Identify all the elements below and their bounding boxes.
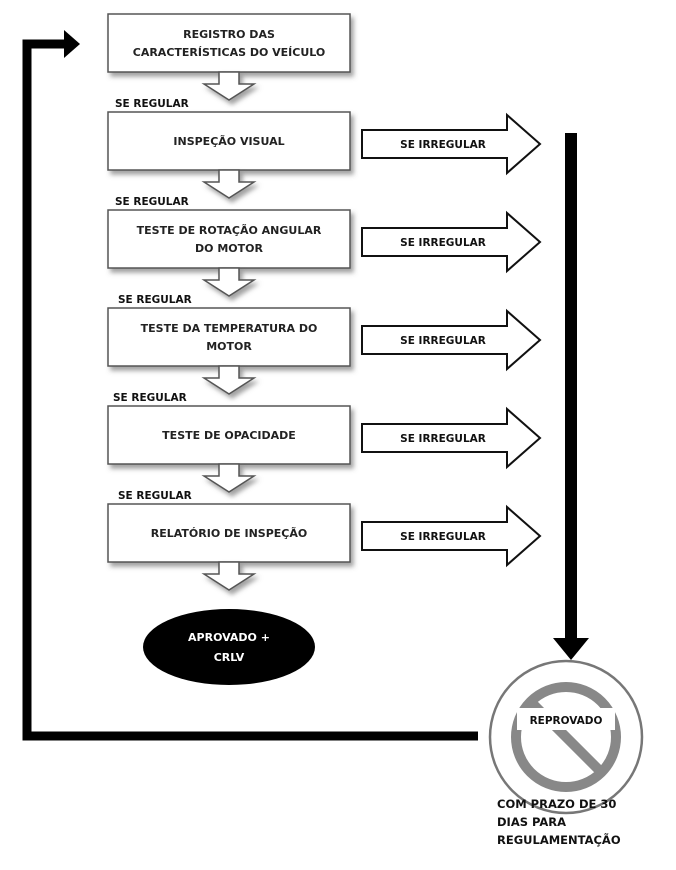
- step-3-line-1: TESTE DE ROTAÇÃO ANGULAR: [137, 224, 322, 237]
- irregular-label-1: SE IRREGULAR: [400, 139, 486, 151]
- rejected-label: REPROVADO: [530, 715, 603, 727]
- step-box-3: TESTE DE ROTAÇÃO ANGULAR DO MOTOR: [107, 209, 351, 269]
- down-arrow-2: [201, 169, 257, 199]
- step-3-line-2: DO MOTOR: [195, 242, 263, 255]
- step-box-1: REGISTRO DAS CARACTERÍSTICAS DO VEÍCULO: [107, 13, 351, 73]
- regular-label-3: SE REGULAR: [118, 294, 192, 306]
- step-6-line-1: RELATÓRIO DE INSPEÇÃO: [151, 527, 307, 540]
- regular-label-5: SE REGULAR: [118, 490, 192, 502]
- irregular-label-5: SE IRREGULAR: [400, 531, 486, 543]
- reject-arrowhead: [553, 638, 589, 660]
- step-1-line-2: CARACTERÍSTICAS DO VEÍCULO: [133, 46, 325, 59]
- step-4-line-2: MOTOR: [206, 340, 252, 353]
- step-1-line-1: REGISTRO DAS: [183, 28, 275, 41]
- step-2-line-1: INSPEÇÃO VISUAL: [173, 135, 284, 148]
- approved-oval: APROVADO + CRLV: [143, 609, 315, 685]
- irregular-arrow-3: SE IRREGULAR: [361, 308, 542, 372]
- step-4-line-1: TESTE DA TEMPERATURA DO: [141, 322, 318, 335]
- step-box-2: INSPEÇÃO VISUAL: [107, 111, 351, 171]
- irregular-label-3: SE IRREGULAR: [400, 335, 486, 347]
- irregular-arrow-4: SE IRREGULAR: [361, 406, 542, 470]
- down-arrow-5: [201, 463, 257, 493]
- irregular-arrow-2: SE IRREGULAR: [361, 210, 542, 274]
- approved-line-2: CRLV: [214, 651, 245, 664]
- irregular-label-2: SE IRREGULAR: [400, 237, 486, 249]
- rejected-sign: REPROVADO: [488, 659, 644, 815]
- regular-label-4: SE REGULAR: [113, 392, 187, 404]
- down-arrow-4: [201, 365, 257, 395]
- deadline-note: COM PRAZO DE 30 DIAS PARA REGULAMENTAÇÃO: [497, 797, 621, 847]
- down-arrow-3: [201, 267, 257, 297]
- step-box-5: TESTE DE OPACIDADE: [107, 405, 351, 465]
- irregular-arrow-5: SE IRREGULAR: [361, 504, 542, 568]
- return-loop-line: [22, 39, 478, 741]
- down-arrow-1: [201, 71, 257, 101]
- regular-label-2: SE REGULAR: [115, 196, 189, 208]
- approved-line-1: APROVADO +: [188, 631, 270, 644]
- step-box-4: TESTE DA TEMPERATURA DO MOTOR: [107, 307, 351, 367]
- return-loop-arrowhead: [64, 30, 80, 58]
- irregular-label-4: SE IRREGULAR: [400, 433, 486, 445]
- step-box-6: RELATÓRIO DE INSPEÇÃO: [107, 503, 351, 563]
- step-5-line-1: TESTE DE OPACIDADE: [162, 429, 296, 442]
- regular-label-1: SE REGULAR: [115, 98, 189, 110]
- irregular-arrow-1: SE IRREGULAR: [361, 112, 542, 176]
- down-arrow-6: [201, 561, 257, 591]
